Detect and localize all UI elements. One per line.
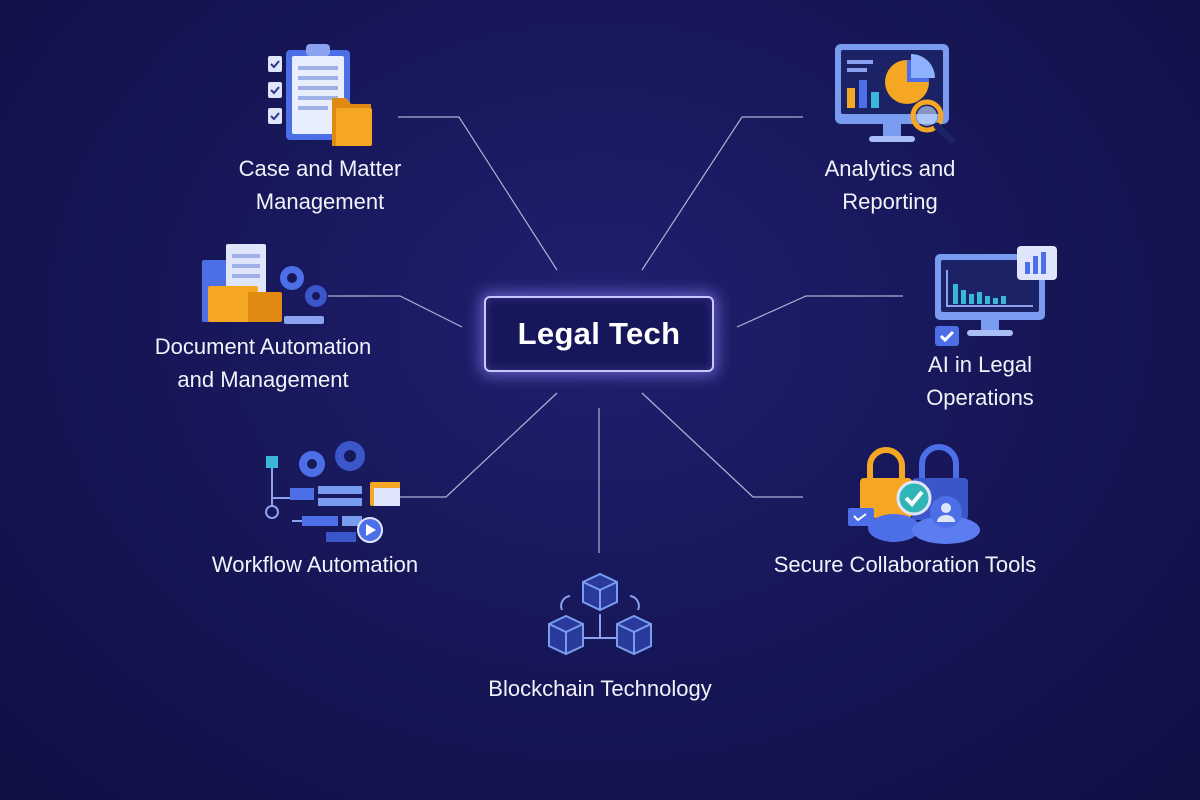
center-hub-label: Legal Tech [517, 316, 681, 351]
connector-workflow [396, 392, 558, 498]
blockchain-cubes-icon [548, 572, 652, 656]
node-workflow-automation: Workflow Automation [190, 436, 440, 581]
node-document-automation-label: Document Automation and Management [154, 334, 372, 392]
workflow-gears-icon [265, 441, 400, 543]
node-secure-collaboration-label: Secure Collaboration Tools [773, 552, 1037, 577]
center-hub: Legal Tech [484, 296, 714, 372]
connector-case [398, 116, 558, 271]
node-document-automation: Document Automation and Management [128, 238, 398, 396]
node-analytics-reporting-label: Analytics and Reporting [824, 156, 956, 214]
monitor-dashboard-icon [935, 246, 1057, 346]
node-blockchain-technology-label: Blockchain Technology [488, 676, 712, 701]
node-analytics-reporting: Analytics and Reporting [780, 40, 1000, 218]
node-case-management-label: Case and Matter Management [238, 156, 402, 214]
documents-gears-icon [202, 244, 327, 324]
node-ai-legal-operations-label: AI in Legal Operations [926, 352, 1034, 410]
connector-ai [736, 295, 903, 328]
node-blockchain-technology: Blockchain Technology [460, 568, 740, 705]
connector-document [328, 295, 463, 328]
node-case-management: Case and Matter Management [200, 36, 440, 218]
node-ai-legal-operations: AI in Legal Operations [880, 244, 1080, 414]
locks-cloud-icon [848, 444, 980, 544]
connector-analytics [641, 116, 803, 271]
node-secure-collaboration: Secure Collaboration Tools [750, 436, 1060, 581]
monitor-chart-magnifier-icon [835, 44, 955, 144]
node-workflow-automation-label: Workflow Automation [211, 552, 419, 577]
clipboard-folder-icon [268, 44, 372, 146]
connector-secure [641, 392, 803, 498]
